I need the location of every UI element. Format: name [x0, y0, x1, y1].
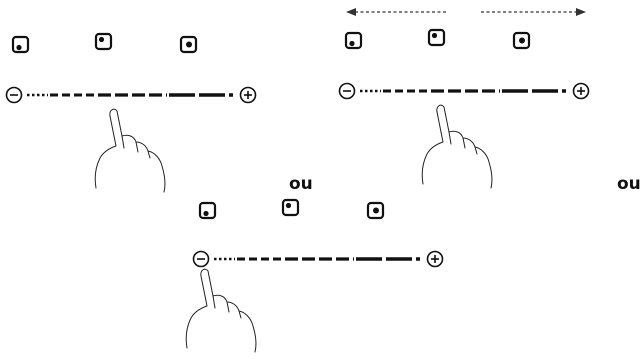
- slider-bar: [5, 86, 257, 104]
- separator-ou-right: ou: [617, 174, 641, 194]
- plus-icon: [239, 86, 257, 104]
- indicator-dot-bottom-left: [344, 31, 363, 50]
- indicator-dot-center: [179, 35, 198, 54]
- minus-icon: [192, 250, 210, 268]
- indicator-row: [11, 32, 198, 54]
- slider-bar: [192, 250, 444, 268]
- indicator-dot-center: [512, 31, 531, 50]
- separator-ou-middle: ou: [289, 174, 313, 194]
- indicator-dot-top-left: [281, 198, 300, 217]
- indicator-dot-center: [366, 201, 385, 220]
- plus-icon: [426, 250, 444, 268]
- indicator-row: [344, 28, 531, 50]
- indicator-dot-bottom-left: [198, 201, 217, 220]
- slider-bar: [338, 82, 590, 100]
- hand-icon: [185, 268, 257, 353]
- hand-icon: [94, 108, 166, 193]
- indicator-row: [198, 198, 385, 220]
- indicator-dot-top-left: [94, 32, 113, 51]
- panel-bottom: [185, 198, 444, 353]
- minus-icon: [5, 86, 23, 104]
- indicator-dot-bottom-left: [11, 35, 30, 54]
- hand-icon: [421, 104, 493, 189]
- panel-top-left: [5, 32, 257, 193]
- indicator-dot-top-left: [427, 28, 446, 47]
- plus-icon: [572, 82, 590, 100]
- minus-icon: [338, 82, 356, 100]
- panel-top-right: [338, 8, 590, 189]
